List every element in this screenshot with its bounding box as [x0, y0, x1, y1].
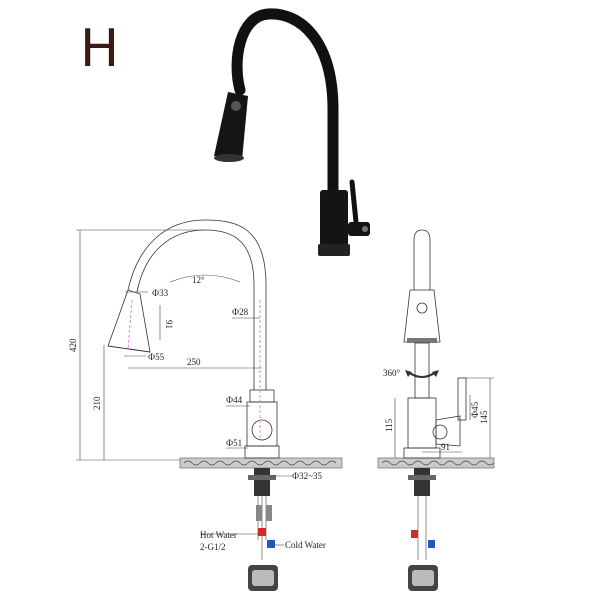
side-spray-button-icon [416, 302, 428, 314]
rotation-arrowhead-left-icon [405, 370, 412, 377]
hot-valve-body [256, 505, 262, 521]
side-handle-hub [435, 415, 461, 447]
dim-label-spray-dia: Ф55 [148, 352, 165, 362]
side-cold-connector [428, 540, 435, 548]
dim-label-tube-dia: Ф28 [232, 307, 249, 317]
body-base [244, 445, 280, 459]
dim-label-reach: 250 [187, 357, 201, 367]
side-tube [413, 229, 431, 290]
dim-label-420: 420 [68, 338, 78, 352]
spray-button-icon [231, 101, 241, 111]
countertop-side-texture [381, 460, 495, 466]
faucet-handle-hub-photo [348, 222, 370, 236]
dim-label-210: 210 [92, 396, 102, 410]
label-cold-water: Cold Water [285, 540, 326, 550]
dim-label-115: 115 [384, 418, 394, 432]
dim-label-hole: Ф32~35 [292, 471, 322, 481]
side-base [403, 447, 441, 459]
countertop-front [179, 457, 343, 469]
center-line-spray [127, 299, 133, 351]
handle-circle [251, 419, 273, 441]
handle-indicator-icon [362, 226, 368, 232]
cold-connector [267, 540, 275, 548]
front-view-drawing: 420 210 12° Ф33 91 Ф55 250 Ф28 Ф44 Ф51 Ф… [68, 219, 343, 591]
side-spray-face [407, 338, 437, 343]
cold-valve-body [266, 505, 272, 521]
spray-face-line [107, 345, 151, 353]
angle-arc [169, 274, 241, 283]
dim-label-head-len: 91 [164, 320, 174, 329]
faucet-spray-head-photo [214, 92, 248, 160]
body-upper [246, 401, 278, 447]
side-shank [414, 468, 430, 496]
dim-label-body-dia: Ф44 [226, 395, 243, 405]
faucet-gooseneck-photo [231, 8, 339, 202]
side-lever [457, 377, 467, 421]
hose-weight-band [252, 570, 274, 586]
side-view-drawing: 360° 115 145 Ф45 91 [377, 229, 495, 591]
model-letter: H [80, 19, 119, 79]
side-handle-circle [432, 424, 448, 440]
label-hot-water: Hot Water [200, 530, 237, 540]
faucet-body-photo [320, 190, 348, 246]
faucet-spray-face-photo [214, 154, 244, 162]
side-hot-connector [411, 530, 418, 538]
body-collar [249, 389, 275, 403]
mounting-shank [254, 468, 270, 496]
dim-label-head-dia: Ф33 [152, 288, 169, 298]
dim-label-angle: 12° [192, 275, 205, 285]
side-spray-head [403, 289, 441, 343]
gooseneck-inner [127, 219, 267, 390]
dim-label-91-side: 91 [441, 442, 450, 452]
side-hoses [417, 496, 427, 560]
countertop-side [377, 457, 495, 469]
faucet-base-photo [318, 244, 350, 256]
side-nut [408, 475, 436, 480]
dim-label-side-dia: Ф45 [470, 401, 480, 418]
hot-connector [258, 528, 266, 536]
dim-label-base-dia: Ф51 [226, 438, 242, 448]
side-body [407, 397, 437, 449]
side-neck [414, 342, 430, 399]
spray-head-outline [107, 289, 151, 353]
label-thread: 2-G1/2 [200, 542, 226, 552]
faucet-photo [214, 8, 370, 256]
dim-label-145: 145 [479, 410, 489, 424]
rotation-arrow-icon [407, 371, 437, 378]
faucet-lever-photo [349, 179, 359, 225]
dim-label-rotation: 360° [383, 368, 401, 378]
side-hose-weight-band [412, 570, 434, 586]
mounting-nut [248, 475, 276, 480]
rotation-arrowhead-right-icon [432, 370, 439, 377]
countertop-texture [183, 460, 337, 466]
